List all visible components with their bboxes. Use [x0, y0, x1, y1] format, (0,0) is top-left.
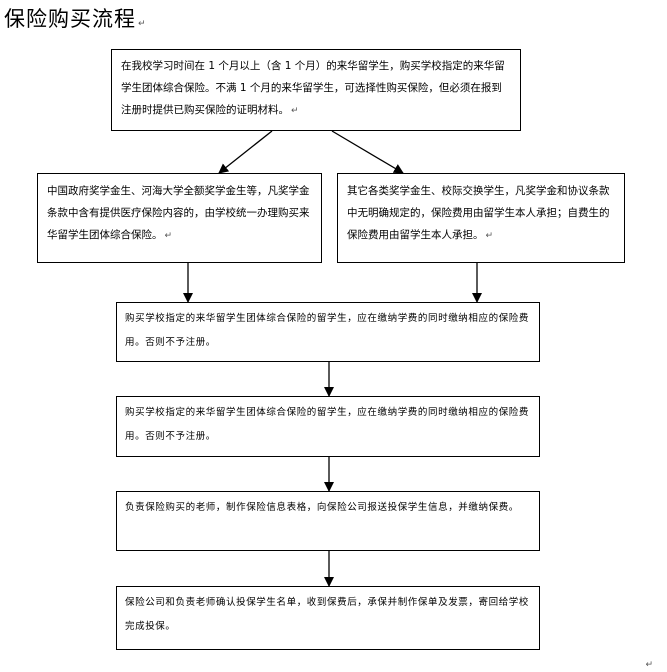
arrow-top-to-right [331, 130, 404, 174]
arrow-top-to-left [218, 130, 273, 174]
page-title: 保险购买流程↵ [4, 7, 147, 31]
box-step-insurer: 保险公司和负责老师确认投保学生名单，收到保费后，承保并制作保单及发票，寄回给学校… [116, 586, 540, 650]
box-other-scholarship: 其它各类奖学金生、校际交换学生，凡奖学金和协议条款中无明确规定的，保险费用由留学… [337, 173, 625, 263]
paragraph-mark: ↵ [645, 660, 653, 670]
box-step-payment-2: 购买学校指定的来华留学生团体综合保险的留学生，应在缴纳学费的同时缴纳相应的保险费… [116, 396, 540, 457]
box-government-scholarship: 中国政府奖学金生、河海大学全额奖学金生等，凡奖学金条款中含有提供医疗保险内容的，… [37, 173, 322, 263]
box-step-teacher: 负责保险购买的老师，制作保险信息表格，向保险公司报送投保学生信息，并缴纳保费。 [116, 491, 540, 551]
box-step-payment-1: 购买学校指定的来华留学生团体综合保险的留学生，应在缴纳学费的同时缴纳相应的保险费… [116, 302, 540, 362]
box-eligibility: 在我校学习时间在 1 个月以上（含 1 个月）的来华留学生，购买学校指定的来华留… [111, 49, 521, 131]
